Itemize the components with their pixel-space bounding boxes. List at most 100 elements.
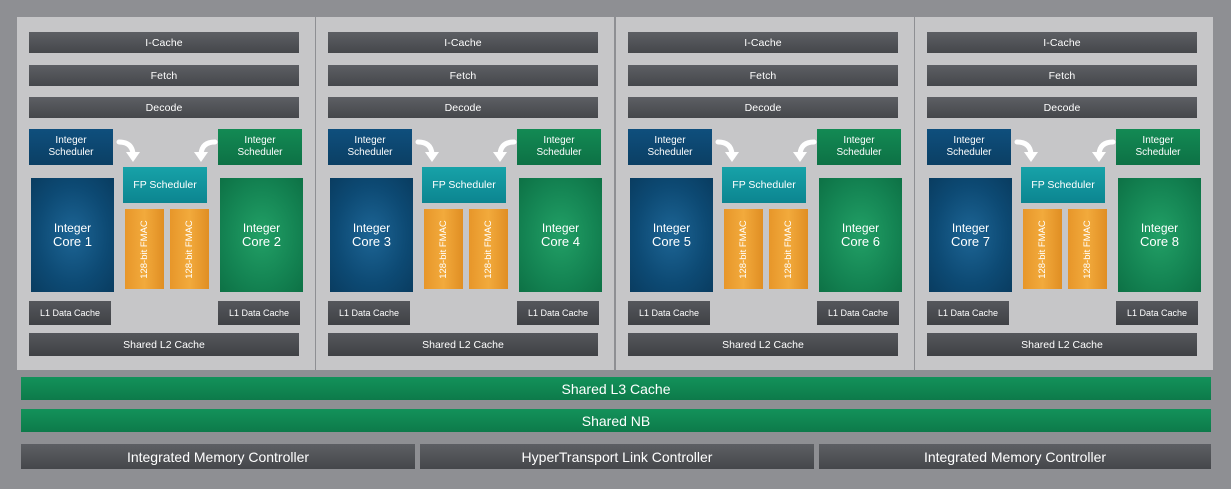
core-line1: Integer bbox=[841, 221, 880, 235]
sched-line1: Integer bbox=[953, 135, 985, 146]
fmac-unit: 128-bit FMAC bbox=[1023, 209, 1062, 289]
decode-bar: Decode bbox=[927, 97, 1197, 118]
core-line1: Integer bbox=[541, 221, 580, 235]
core-line2: Core 8 bbox=[1139, 234, 1180, 249]
fp-scheduler: FP Scheduler bbox=[123, 167, 207, 203]
sched-line1: Integer bbox=[244, 135, 276, 146]
fmac-unit: 128-bit FMAC bbox=[125, 209, 164, 289]
decode-bar: Decode bbox=[628, 97, 898, 118]
fmac-label: 128-bit FMAC bbox=[483, 219, 495, 279]
l1-data-cache-right: L1 Data Cache bbox=[1116, 301, 1198, 325]
core-line1: Integer bbox=[242, 221, 281, 235]
core-line2: Core 6 bbox=[840, 234, 881, 249]
l1-data-cache-left: L1 Data Cache bbox=[328, 301, 410, 325]
curved-arrow-right-icon bbox=[116, 139, 140, 162]
sched-line2: Scheduler bbox=[836, 147, 882, 158]
l1-data-cache-right: L1 Data Cache bbox=[517, 301, 599, 325]
core-line1: Integer bbox=[352, 221, 391, 235]
shared-l3-cache: Shared L3 Cache bbox=[21, 377, 1211, 400]
icache-bar: I-Cache bbox=[29, 32, 299, 53]
fmac-label: 128-bit FMAC bbox=[184, 219, 196, 279]
memory-controller-left: Integrated Memory Controller bbox=[21, 444, 415, 469]
sched-line1: Integer bbox=[1142, 135, 1174, 146]
core-line1: Integer bbox=[53, 221, 92, 235]
sched-line2: Scheduler bbox=[237, 147, 283, 158]
memory-controller-right: Integrated Memory Controller bbox=[819, 444, 1211, 469]
sched-line1: Integer bbox=[654, 135, 686, 146]
shared-l2-cache: Shared L2 Cache bbox=[29, 333, 299, 356]
core-line2: Core 7 bbox=[950, 234, 991, 249]
fmac-label: 128-bit FMAC bbox=[738, 219, 750, 279]
core-line2: Core 2 bbox=[241, 234, 282, 249]
core-line2: Core 5 bbox=[651, 234, 692, 249]
fp-scheduler: FP Scheduler bbox=[722, 167, 806, 203]
curved-arrow-right-icon bbox=[1014, 139, 1038, 162]
fmac-label: 128-bit FMAC bbox=[1037, 219, 1049, 279]
hypertransport-link-controller: HyperTransport Link Controller bbox=[420, 444, 814, 469]
core-line2: Core 3 bbox=[351, 234, 392, 249]
sched-line2: Scheduler bbox=[946, 147, 992, 158]
shared-l2-cache: Shared L2 Cache bbox=[628, 333, 898, 356]
fmac-unit: 128-bit FMAC bbox=[469, 209, 508, 289]
core-line1: Integer bbox=[1140, 221, 1179, 235]
shared-nb: Shared NB bbox=[21, 409, 1211, 432]
core-line2: Core 4 bbox=[540, 234, 581, 249]
shared-l2-cache: Shared L2 Cache bbox=[927, 333, 1197, 356]
l1-data-cache-left: L1 Data Cache bbox=[628, 301, 710, 325]
sched-line2: Scheduler bbox=[647, 147, 693, 158]
icache-bar: I-Cache bbox=[628, 32, 898, 53]
fmac-unit: 128-bit FMAC bbox=[1068, 209, 1107, 289]
decode-bar: Decode bbox=[328, 97, 598, 118]
fetch-bar: Fetch bbox=[927, 65, 1197, 86]
curved-arrow-left-icon bbox=[194, 139, 218, 162]
l1-data-cache-left: L1 Data Cache bbox=[927, 301, 1009, 325]
l1-data-cache-left: L1 Data Cache bbox=[29, 301, 111, 325]
sched-line1: Integer bbox=[843, 135, 875, 146]
fmac-label: 128-bit FMAC bbox=[1082, 219, 1094, 279]
fmac-unit: 128-bit FMAC bbox=[424, 209, 463, 289]
fmac-label: 128-bit FMAC bbox=[783, 219, 795, 279]
fmac-unit: 128-bit FMAC bbox=[769, 209, 808, 289]
fmac-unit: 128-bit FMAC bbox=[724, 209, 763, 289]
fmac-unit: 128-bit FMAC bbox=[170, 209, 209, 289]
fmac-label: 128-bit FMAC bbox=[438, 219, 450, 279]
fetch-bar: Fetch bbox=[29, 65, 299, 86]
fmac-label: 128-bit FMAC bbox=[139, 219, 151, 279]
l1-data-cache-right: L1 Data Cache bbox=[218, 301, 300, 325]
sched-line2: Scheduler bbox=[536, 147, 582, 158]
sched-line2: Scheduler bbox=[1135, 147, 1181, 158]
icache-bar: I-Cache bbox=[927, 32, 1197, 53]
fp-scheduler: FP Scheduler bbox=[422, 167, 506, 203]
decode-bar: Decode bbox=[29, 97, 299, 118]
shared-l2-cache: Shared L2 Cache bbox=[328, 333, 598, 356]
icache-bar: I-Cache bbox=[328, 32, 598, 53]
core-line2: Core 1 bbox=[52, 234, 93, 249]
curved-arrow-right-icon bbox=[415, 139, 439, 162]
core-line1: Integer bbox=[652, 221, 691, 235]
l1-data-cache-right: L1 Data Cache bbox=[817, 301, 899, 325]
fp-scheduler: FP Scheduler bbox=[1021, 167, 1105, 203]
curved-arrow-left-icon bbox=[793, 139, 817, 162]
curved-arrow-left-icon bbox=[1092, 139, 1116, 162]
fetch-bar: Fetch bbox=[628, 65, 898, 86]
